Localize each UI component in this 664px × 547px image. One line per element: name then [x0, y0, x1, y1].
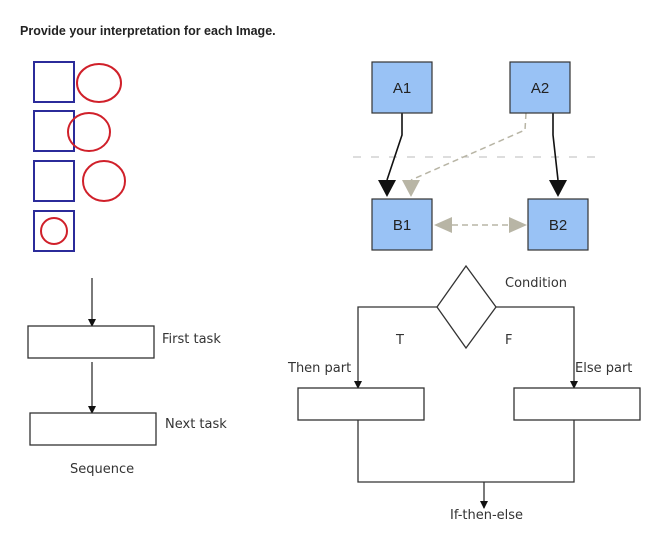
- instruction-text: Provide your interpretation for each Ima…: [20, 24, 276, 38]
- true-branch-line: [354, 306, 437, 389]
- arrowhead-b1: [378, 180, 396, 197]
- node-a1: A1: [371, 61, 433, 114]
- if-then-else-flowchart: [297, 264, 641, 509]
- circle-4: [40, 217, 68, 245]
- square-3: [33, 160, 75, 202]
- edge-a1-b1: [386, 113, 403, 181]
- condition-label: Condition: [505, 276, 567, 291]
- node-label: A1: [393, 80, 411, 97]
- true-label: T: [395, 333, 404, 348]
- square-1: [33, 61, 75, 103]
- square-4: [33, 210, 75, 252]
- else-part-label: Else part: [575, 361, 632, 376]
- node-b2: B2: [527, 198, 589, 251]
- edge-a2-b1-dashed: [410, 112, 527, 181]
- then-box: [297, 387, 425, 421]
- square-2: [33, 110, 75, 152]
- condition-diamond: [436, 264, 497, 350]
- edge-a2-b2: [552, 113, 559, 181]
- false-label: F: [505, 333, 512, 348]
- sequence-flowchart: [27, 278, 157, 446]
- circle-1: [76, 63, 122, 103]
- if-then-else-caption: If-then-else: [450, 508, 523, 523]
- first-task-label: First task: [162, 332, 221, 347]
- node-a2: A2: [509, 61, 571, 114]
- arrowhead-left-gray: [434, 217, 452, 233]
- square-circle-figure: [33, 61, 126, 252]
- arrowhead-b1-gray: [402, 180, 420, 197]
- arrowhead-b2: [549, 180, 567, 197]
- merge-line: [357, 420, 575, 483]
- else-box: [513, 387, 641, 421]
- arrowhead-right-gray: [509, 217, 527, 233]
- node-label: B2: [549, 217, 567, 234]
- false-branch-line: [496, 306, 578, 389]
- next-task-box: [29, 412, 157, 446]
- first-task-box: [27, 325, 155, 359]
- node-label: A2: [531, 80, 549, 97]
- node-label: B1: [393, 217, 411, 234]
- then-part-label: Then part: [287, 361, 351, 376]
- circle-2: [67, 112, 111, 152]
- sequence-caption: Sequence: [70, 462, 134, 477]
- next-task-label: Next task: [165, 417, 227, 432]
- node-b1: B1: [371, 198, 433, 251]
- dependency-graph: A1 A2 B1 B2: [353, 61, 602, 251]
- circle-3: [82, 160, 126, 202]
